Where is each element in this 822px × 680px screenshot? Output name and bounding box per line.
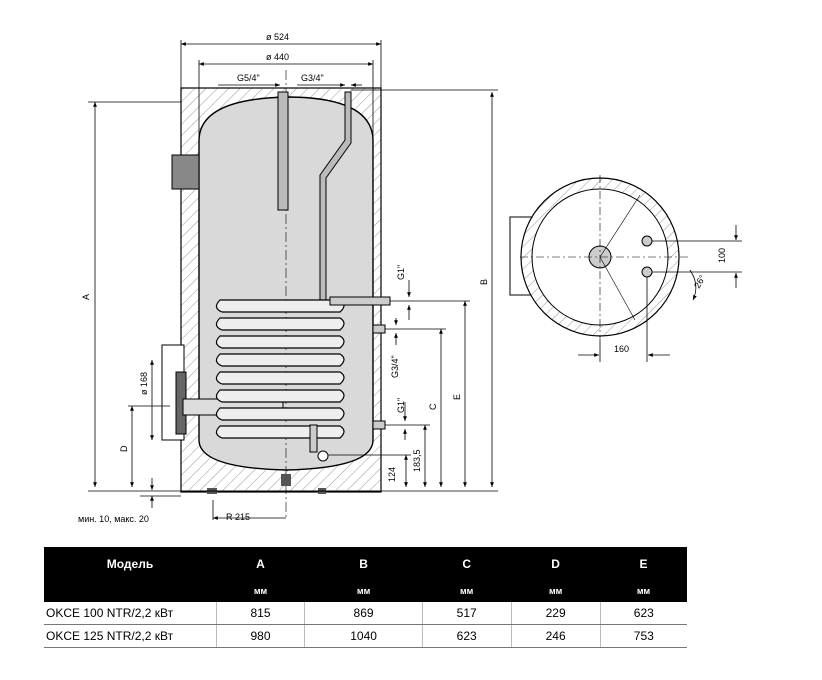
top-dimensions (180, 40, 382, 140)
header-b: B (304, 547, 423, 580)
header-d: D (511, 547, 601, 580)
header-a: A (216, 547, 305, 580)
dim-inner-diameter: ø 440 (266, 52, 289, 62)
unit-cell: мм (422, 580, 512, 602)
dim-angle-26: 26° (692, 273, 708, 290)
unit-cell: мм (216, 580, 305, 602)
dim-outer-diameter: ø 524 (266, 32, 289, 42)
label-e: E (452, 394, 462, 400)
value-cell: 623 (421, 624, 512, 648)
boiler-side-view (161, 70, 391, 520)
table-row: OKCE 125 NTR/2,2 кВт 980 1040 623 246 75… (44, 624, 687, 648)
header-c: C (422, 547, 512, 580)
dim-g34-mid: G3/4" (390, 355, 400, 378)
dim-100: 100 (717, 248, 727, 263)
value-cell: 869 (304, 602, 423, 625)
header-e: E (600, 547, 687, 580)
thermometer-socket (171, 154, 200, 190)
units-row: мм мм мм мм мм (44, 580, 687, 602)
dim-g54: G5/4" (237, 73, 260, 83)
dim-g1-top: G1" (396, 265, 406, 280)
spec-table: Модель A B C D E мм мм мм мм мм OKCE 100… (44, 547, 687, 648)
heat-exchanger-coil (215, 299, 345, 439)
value-cell: 623 (599, 602, 687, 625)
dim-d168: ø 168 (139, 372, 149, 395)
dim-min-max: мин. 10, макс. 20 (78, 514, 149, 524)
unit-cell (44, 580, 216, 602)
value-cell: 980 (215, 624, 305, 648)
dim-g1-low: G1" (396, 398, 406, 413)
table-row: OKCE 100 NTR/2,2 кВт 815 869 517 229 623 (44, 602, 687, 625)
value-cell: 246 (510, 624, 601, 648)
value-cell: 517 (421, 602, 512, 625)
unit-cell: мм (304, 580, 423, 602)
header-model: Модель (44, 547, 216, 580)
model-cell: OKCE 125 NTR/2,2 кВт (44, 624, 216, 648)
model-cell: OKCE 100 NTR/2,2 кВт (44, 602, 216, 625)
dim-160: 160 (614, 344, 629, 354)
dim-r215: R 215 (226, 512, 250, 522)
anode-rod (277, 91, 289, 211)
header-row: Модель A B C D E (44, 547, 687, 580)
value-cell: 815 (215, 602, 305, 625)
coil-inlet (329, 296, 391, 306)
dim-183-5: 183,5 (412, 449, 422, 472)
label-d: D (119, 445, 129, 452)
unit-cell: мм (600, 580, 687, 602)
technical-drawing: ø 524 ø 440 G5/4" G3/4" A D ø 168 мин. 1… (78, 32, 742, 524)
label-a: A (81, 294, 91, 300)
dim-g34-top: G3/4" (301, 73, 324, 83)
dim-124: 124 (387, 467, 397, 482)
label-b: B (479, 279, 489, 285)
value-cell: 753 (599, 624, 687, 648)
unit-cell: мм (511, 580, 601, 602)
value-cell: 1040 (304, 624, 423, 648)
label-c: C (428, 403, 438, 410)
boiler-top-view (509, 175, 690, 340)
value-cell: 229 (510, 602, 601, 625)
